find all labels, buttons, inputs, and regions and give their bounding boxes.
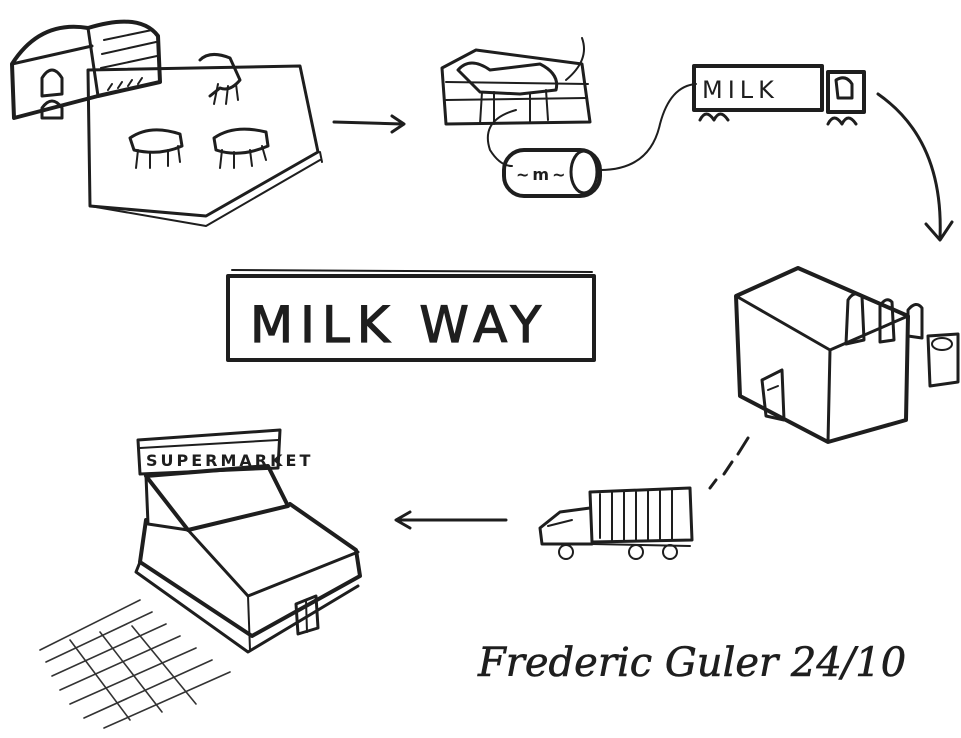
flow-arrow [396,512,506,528]
milk-tank-icon: ~m~ [504,150,600,196]
milk-truck-label: MILK [702,76,779,104]
farm-illustration [12,22,322,226]
page-title: MILK WAY [250,296,548,354]
title-box: MILK WAY [228,270,594,360]
cow-icon [458,63,557,124]
cow-icon [214,129,268,168]
delivery-truck-illustration [540,488,692,559]
cow-icon [130,130,182,168]
milk-tank-label: ~m~ [516,165,568,184]
dairy-factory-illustration [736,268,958,442]
flow-arrow [710,438,748,488]
flow-arrow [334,116,404,132]
milking-station-illustration: ~m~ [442,38,696,196]
flow-arrow [878,94,952,240]
milk-truck-illustration: MILK [694,66,864,124]
cow-icon [200,54,240,104]
supermarket-illustration: SUPERMARKET [40,430,360,728]
author-signature: Frederic Guler 24/10 [477,640,906,686]
